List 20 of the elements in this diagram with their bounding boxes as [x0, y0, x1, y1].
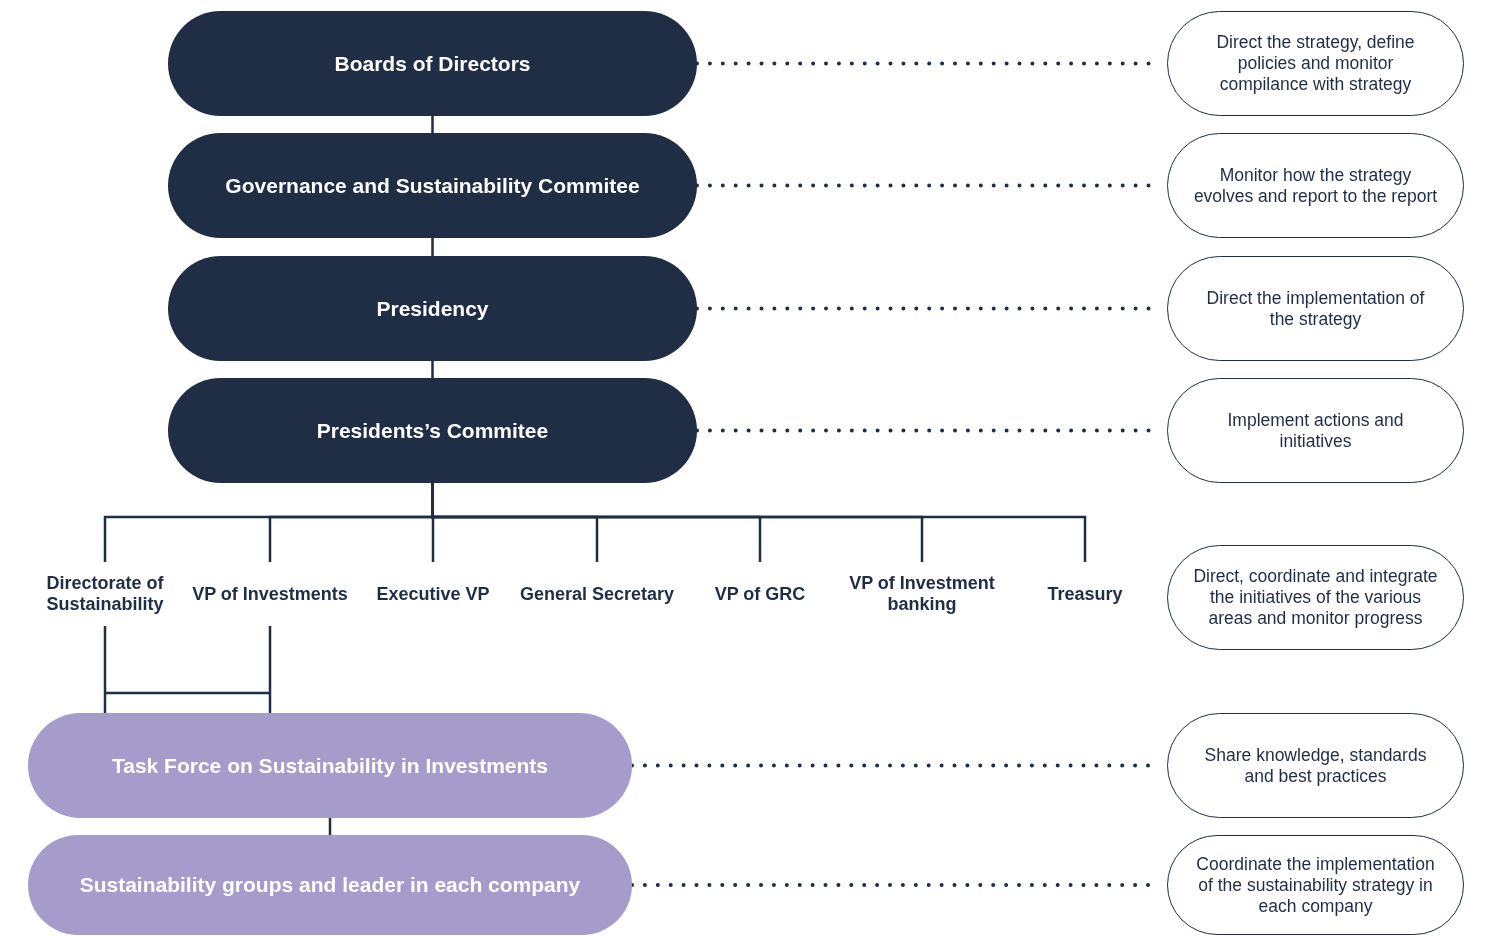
group-pill: Task Force on Sustainability in Investments [28, 713, 632, 818]
connector-line [431, 361, 434, 378]
description-pill: Direct, coordinate and integrate the initiatives of the various areas and monitor progress [1167, 545, 1464, 650]
org-pill: Governance and Sustainability Commitee [168, 133, 697, 238]
group-pill: Sustainability groups and leader in each company [28, 835, 632, 935]
description-pill: Direct the implementation of the strategy [1167, 256, 1464, 361]
description-pill: Direct the strategy, define policies and monitor compilance with strategy [1167, 11, 1464, 116]
description-pill: Share knowledge, standards and best practices [1167, 713, 1464, 818]
connector-line [431, 238, 434, 256]
role-label: VP of Investments [180, 562, 360, 626]
connector-line [431, 116, 434, 133]
org-pill: Boards of Directors [168, 11, 697, 116]
org-pill: Presidency [168, 256, 697, 361]
description-pill: Coordinate the implementation of the sustainability strategy in each company [1167, 835, 1464, 935]
connector-line [103, 624, 272, 715]
description-pill: Monitor how the strategy evolves and report to the report [1167, 133, 1464, 238]
org-pill: Presidents’s Commitee [168, 378, 697, 483]
role-label: General Secretary [507, 562, 687, 626]
connector-line [103, 626, 107, 713]
description-pill: Implement actions and initiatives [1167, 378, 1464, 483]
